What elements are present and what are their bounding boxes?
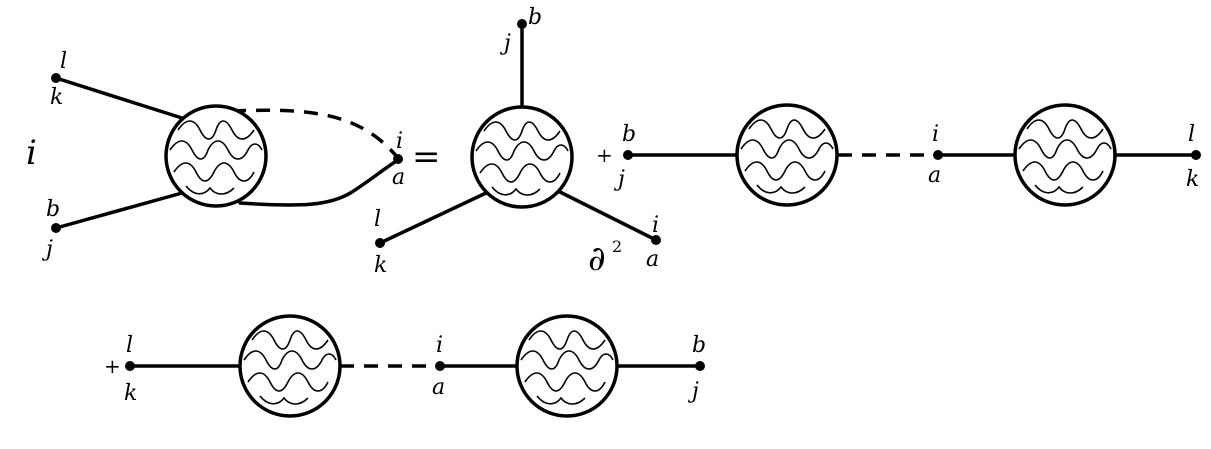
- term1-label-b: b: [528, 5, 542, 30]
- term2-vertex-right: [1191, 150, 1201, 160]
- term3-label-i: i: [436, 333, 443, 358]
- lhs-vertex-right: [393, 154, 403, 164]
- lhs-label-l: l: [60, 49, 67, 74]
- term2-diagram: + b j i a l k: [596, 103, 1201, 207]
- term1-label-j: j: [499, 31, 511, 56]
- term1-label-l: l: [374, 207, 381, 232]
- term2-blob-right: [1013, 103, 1117, 207]
- term2-label-b: b: [622, 122, 636, 147]
- lhs-label-a: a: [392, 165, 405, 190]
- lhs-label-j: j: [41, 237, 53, 262]
- lhs-label-i: i: [396, 129, 403, 154]
- term1-label-i: i: [652, 213, 659, 238]
- term1-leg-right: [558, 190, 658, 242]
- lhs-leg-bottom: [54, 191, 184, 230]
- lhs-diagram: l k i b j i a: [26, 49, 405, 262]
- term2-label-l: l: [1188, 122, 1195, 147]
- term2-label-i: i: [932, 122, 939, 147]
- term1-vertex-right: [651, 235, 661, 245]
- term3-plus-sign: +: [104, 354, 121, 378]
- term3-vertex-left: [125, 361, 135, 371]
- term3-blob-left: [238, 314, 342, 418]
- term3-vertex-middle: [435, 361, 445, 371]
- lhs-label-k: k: [50, 85, 63, 110]
- term1-vertex-top: [517, 19, 527, 29]
- term2-blob-left: [735, 103, 839, 207]
- term2-vertex-middle: [933, 150, 943, 160]
- term1-derivative-operator: ∂: [588, 239, 606, 279]
- term3-label-a: a: [432, 375, 445, 400]
- term2-label-k: k: [1186, 167, 1199, 192]
- term3-vertex-right: [695, 361, 705, 371]
- term3-label-j: j: [687, 379, 699, 404]
- lhs-vertex-bottom: [51, 223, 61, 233]
- term3-label-b: b: [692, 333, 706, 358]
- term1-vertex-left: [375, 238, 385, 248]
- term1-blob: [470, 105, 574, 209]
- term1-diagram: b j l k i a ∂ 2: [374, 5, 661, 279]
- term1-label-k: k: [374, 253, 387, 278]
- term3-diagram: + l k i a b j: [104, 314, 706, 418]
- term2-vertex-left: [623, 150, 633, 160]
- term3-label-l: l: [126, 333, 133, 358]
- term1-label-a: a: [646, 247, 659, 272]
- lhs-vertex-top: [51, 73, 61, 83]
- term3-label-k: k: [124, 381, 137, 406]
- term2-label-a: a: [928, 163, 941, 188]
- lhs-side-label-i: i: [26, 133, 37, 173]
- lhs-leg-top: [54, 76, 184, 120]
- term3-blob-right: [515, 314, 619, 418]
- term2-label-j: j: [613, 167, 625, 192]
- lhs-solid-propagator: [238, 158, 400, 207]
- lhs-dashed-propagator: [231, 108, 400, 160]
- term1-leg-left: [378, 191, 488, 245]
- equals-sign: =: [412, 137, 441, 177]
- lhs-label-b: b: [46, 197, 60, 222]
- lhs-blob: [164, 104, 268, 208]
- term1-derivative-power: 2: [612, 237, 622, 256]
- term2-plus-sign: +: [596, 143, 613, 167]
